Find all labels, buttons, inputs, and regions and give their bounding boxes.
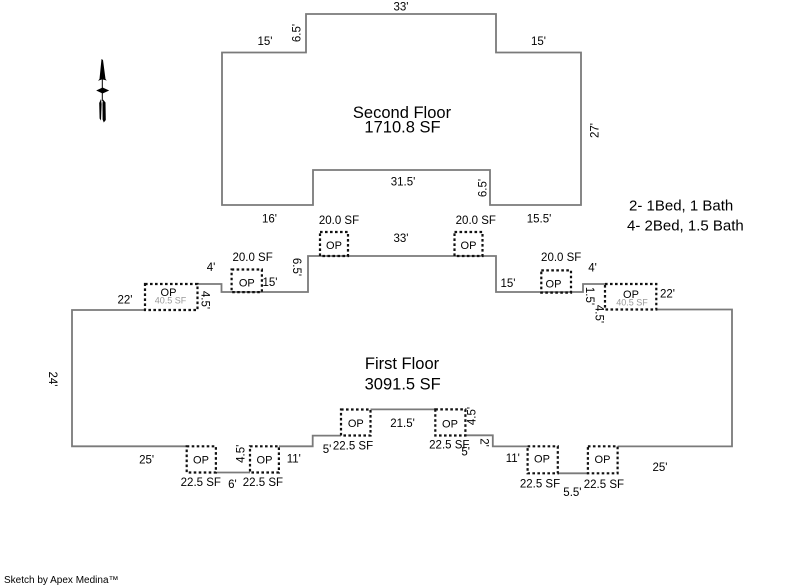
svg-text:2- 1Bed, 1 Bath: 2- 1Bed, 1 Bath (629, 198, 733, 215)
svg-text:OP: OP (442, 419, 458, 431)
svg-text:OP: OP (257, 455, 273, 467)
svg-text:1710.8 SF: 1710.8 SF (364, 119, 440, 137)
svg-text:27': 27' (590, 123, 602, 138)
svg-text:24': 24' (46, 372, 58, 387)
svg-text:4.5': 4.5' (593, 305, 605, 323)
svg-text:22.5 SF: 22.5 SF (429, 440, 469, 452)
svg-text:5': 5' (323, 444, 332, 456)
svg-text:16': 16' (262, 214, 277, 226)
svg-text:33': 33' (394, 1, 409, 13)
svg-text:First Floor: First Floor (365, 355, 440, 373)
svg-text:22': 22' (660, 289, 675, 301)
svg-text:6': 6' (228, 479, 237, 491)
svg-text:15': 15' (263, 277, 278, 289)
svg-text:22.5 SF: 22.5 SF (520, 479, 560, 491)
svg-text:OP: OP (193, 455, 209, 467)
svg-text:OP: OP (326, 240, 342, 252)
svg-text:4': 4' (207, 262, 216, 274)
svg-text:11': 11' (506, 453, 520, 465)
svg-text:OP: OP (461, 240, 477, 252)
svg-text:OP: OP (546, 279, 562, 291)
svg-text:33': 33' (394, 233, 409, 245)
svg-text:15': 15' (258, 36, 273, 48)
svg-text:Second Floor: Second Floor (353, 104, 452, 122)
svg-text:20.0 SF: 20.0 SF (456, 215, 496, 227)
svg-text:25': 25' (653, 462, 668, 474)
svg-text:5': 5' (461, 447, 470, 459)
svg-text:OP: OP (595, 454, 611, 466)
svg-text:4.5': 4.5' (199, 291, 211, 309)
svg-text:4.5': 4.5' (467, 407, 479, 425)
svg-text:22.5 SF: 22.5 SF (333, 441, 373, 453)
svg-text:1.5': 1.5' (583, 287, 595, 305)
svg-text:21.5': 21.5' (390, 418, 415, 430)
svg-text:22.5 SF: 22.5 SF (181, 477, 221, 489)
svg-text:Sketch by Apex Medina™: Sketch by Apex Medina™ (4, 575, 119, 586)
svg-text:6.5': 6.5' (478, 179, 490, 197)
svg-text:25': 25' (139, 454, 154, 466)
svg-text:4': 4' (588, 263, 597, 275)
svg-text:11': 11' (287, 453, 301, 465)
svg-text:40.5 SF: 40.5 SF (155, 296, 187, 306)
svg-text:OP: OP (534, 454, 550, 466)
svg-text:15': 15' (501, 278, 516, 290)
svg-text:31.5': 31.5' (391, 177, 416, 189)
svg-text:40.5 SF: 40.5 SF (616, 298, 648, 308)
svg-text:15.5': 15.5' (527, 214, 552, 226)
svg-text:22.5 SF: 22.5 SF (584, 479, 624, 491)
svg-text:4.5': 4.5' (236, 445, 248, 463)
svg-text:15': 15' (531, 36, 546, 48)
svg-text:OP: OP (239, 278, 255, 290)
svg-text:6.5': 6.5' (290, 258, 302, 276)
svg-text:20.0 SF: 20.0 SF (319, 215, 359, 227)
svg-text:20.0 SF: 20.0 SF (232, 252, 272, 264)
svg-text:5.5': 5.5' (563, 487, 581, 499)
svg-text:4- 2Bed, 1.5 Bath: 4- 2Bed, 1.5 Bath (627, 218, 744, 235)
svg-text:3091.5 SF: 3091.5 SF (365, 375, 441, 393)
svg-text:OP: OP (161, 287, 177, 299)
svg-text:OP: OP (623, 289, 639, 301)
svg-text:22.5 SF: 22.5 SF (243, 477, 283, 489)
svg-text:20.0 SF: 20.0 SF (541, 252, 581, 264)
svg-text:2': 2' (478, 438, 490, 447)
svg-text:OP: OP (348, 418, 364, 430)
svg-text:6.5': 6.5' (292, 24, 304, 42)
svg-text:22': 22' (118, 295, 133, 307)
